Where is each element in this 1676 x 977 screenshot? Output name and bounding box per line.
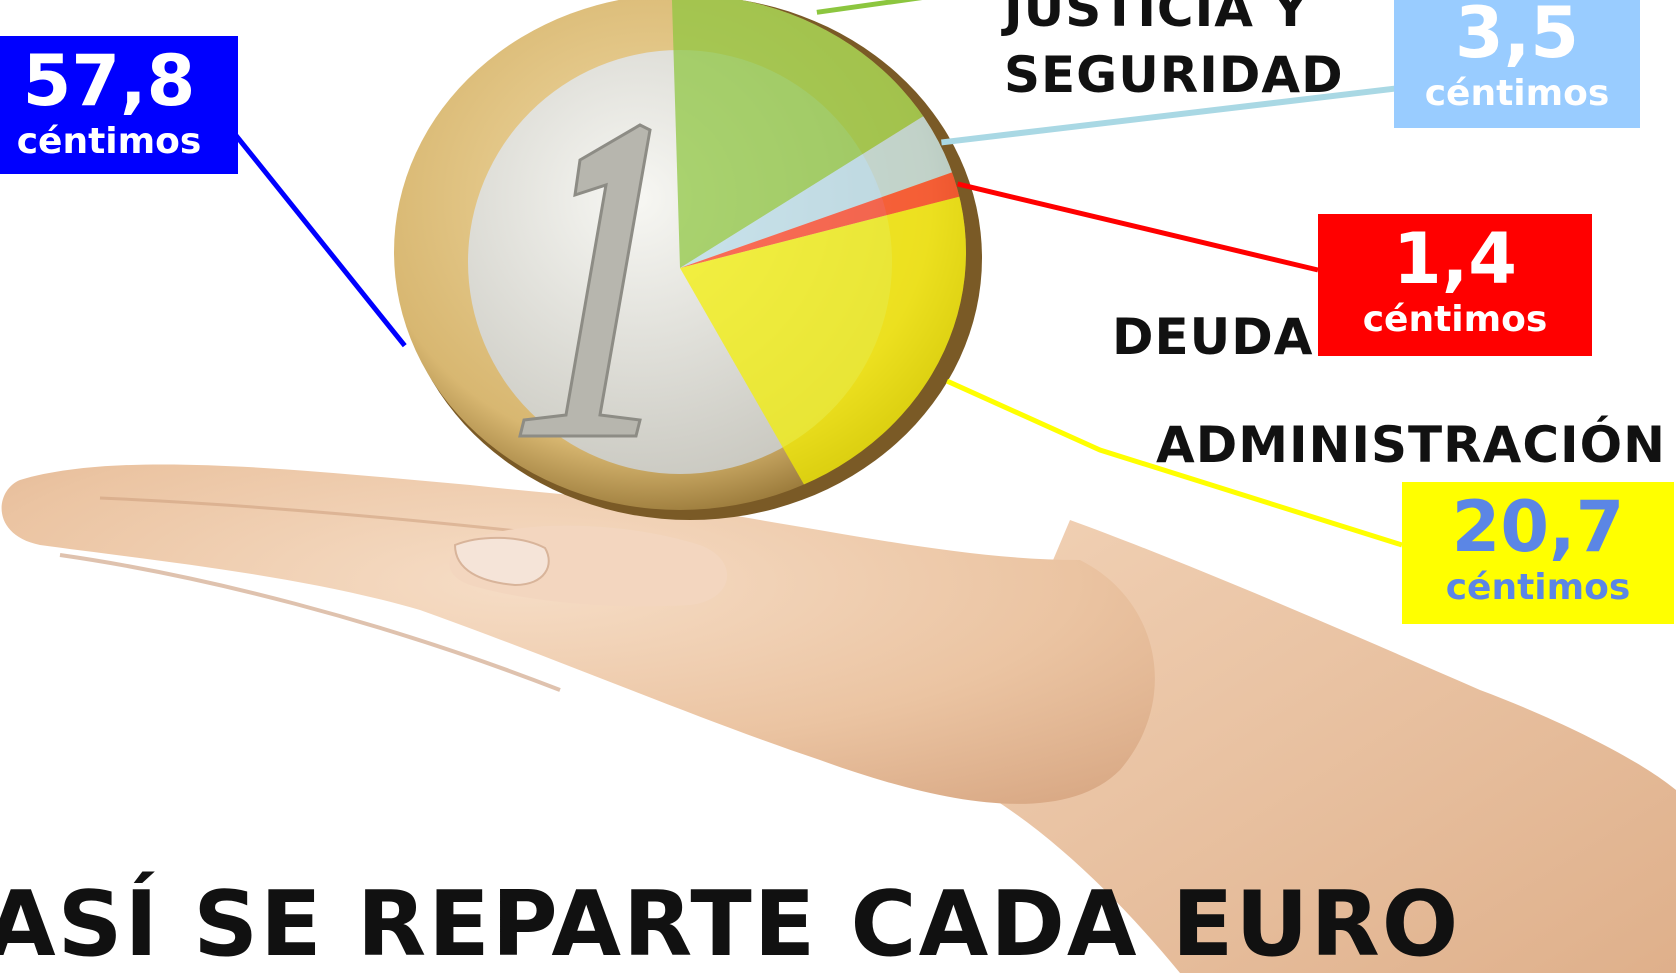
value-box-slice-3: 1,4 céntimos <box>1318 214 1592 356</box>
value-slice-3: 1,4 <box>1392 218 1517 300</box>
leader-line-0 <box>228 126 407 348</box>
pie-slices <box>671 0 966 510</box>
label-slice-1: JUSTICIA Y SEGURIDAD <box>1004 0 1344 104</box>
coin-numeral-one <box>518 123 652 438</box>
label-slice-4: ADMINISTRACIÓN <box>1156 416 1666 474</box>
unit-slice-4: céntimos <box>1445 567 1631 608</box>
leader-line-2 <box>941 85 1401 146</box>
value-slice-0: 57,8 <box>22 40 196 122</box>
label-slice-3: DEUDA <box>1112 308 1314 366</box>
pie-slice-3 <box>680 168 966 268</box>
unit-slice-2: céntimos <box>1424 73 1610 114</box>
leader-line-1 <box>816 0 923 15</box>
value-box-slice-4: 20,7 céntimos <box>1402 482 1674 624</box>
value-box-slice-2: 3,5 céntimos <box>1394 0 1640 128</box>
value-slice-4: 20,7 <box>1451 486 1625 568</box>
leader-lines <box>228 0 1403 548</box>
hand-illustration <box>1 464 1676 973</box>
value-box-slice-0: 57,8 céntimos <box>0 36 238 174</box>
pie-slice-2 <box>680 109 964 268</box>
value-slice-2: 3,5 <box>1454 0 1579 74</box>
leader-line-3 <box>956 181 1319 273</box>
chart-title: ASÍ SE REPARTE CADA EURO <box>0 872 1461 977</box>
leader-line-4 <box>946 378 1403 548</box>
unit-slice-3: céntimos <box>1362 299 1548 340</box>
unit-slice-0: céntimos <box>16 121 202 162</box>
